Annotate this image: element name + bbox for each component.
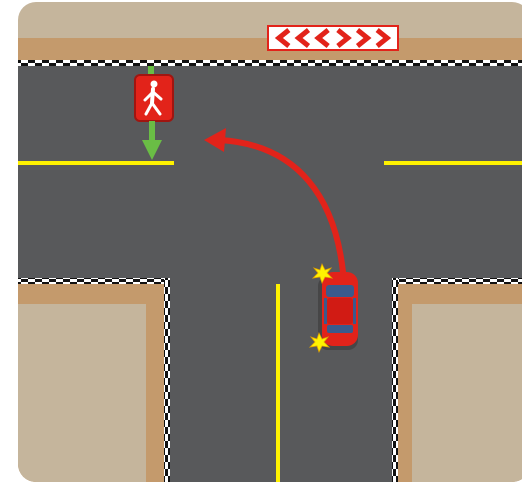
pedestrian-arrow-shaft — [149, 121, 155, 143]
vertical-road — [170, 280, 392, 485]
chevron-sign — [268, 26, 398, 50]
bottom-left-curb-h — [18, 278, 170, 284]
centerline-right — [384, 161, 522, 165]
car-windshield — [326, 285, 354, 297]
car-rear-window — [327, 325, 353, 333]
bottom-left-curb-v — [164, 278, 170, 485]
bottom-right-lot — [412, 304, 522, 485]
top-curb — [18, 60, 522, 66]
bottom-left-lot — [18, 304, 146, 485]
bottom-right-curb-h — [392, 278, 522, 284]
car-roof — [327, 298, 353, 324]
bottom-right-curb-v — [392, 278, 398, 485]
horizontal-road — [18, 60, 522, 284]
centerline-vertical — [276, 284, 280, 485]
centerline-left — [18, 161, 174, 165]
